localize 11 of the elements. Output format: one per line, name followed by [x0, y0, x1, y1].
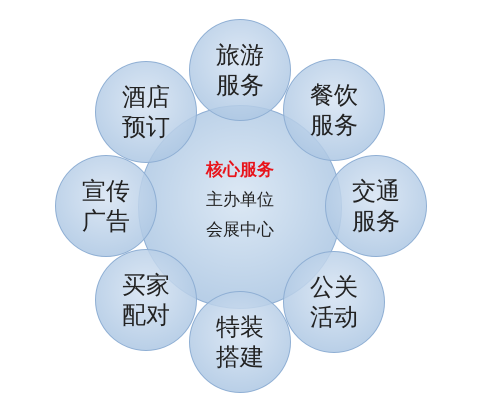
service-label: 旅游服务 [215, 40, 265, 100]
service-label: 公关活动 [309, 272, 359, 332]
hub-heading: 核心服务 [206, 159, 274, 182]
service-label: 买家配对 [121, 270, 171, 330]
hub-text: 会展中心 [206, 219, 274, 242]
service-label: 特装搭建 [215, 312, 265, 372]
service-label: 宣传广告 [81, 176, 131, 236]
hub-text: 主办单位 [206, 189, 274, 212]
service-label: 交通服务 [351, 176, 401, 236]
service-label: 餐饮服务 [309, 80, 359, 140]
service-label: 酒店预订 [121, 82, 171, 142]
